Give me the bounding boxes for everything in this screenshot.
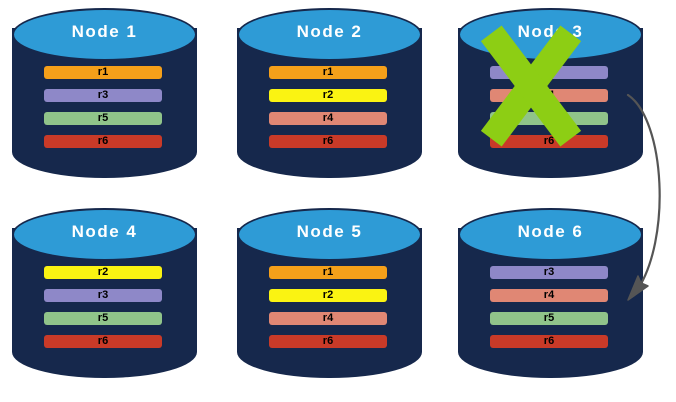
record-bar-r6[interactable]: r6 (490, 135, 608, 148)
node-1-top-ellipse (12, 8, 197, 61)
record-bar-r6[interactable]: r6 (269, 335, 387, 348)
record-bar-r4[interactable]: r4 (269, 112, 387, 125)
record-bar-r5[interactable]: r5 (490, 112, 608, 125)
node-3-top-ellipse (458, 8, 643, 61)
record-bar-r2[interactable]: r2 (44, 266, 162, 279)
record-bar-r1[interactable]: r1 (44, 66, 162, 79)
record-bar-r3[interactable]: r3 (490, 66, 608, 79)
node-5-record-list: r1 r2 r4 r6 (269, 266, 387, 348)
record-bar-r4[interactable]: r4 (269, 312, 387, 325)
record-bar-r3[interactable]: r3 (490, 266, 608, 279)
node-4-record-list: r2 r3 r5 r6 (44, 266, 162, 348)
record-bar-r3[interactable]: r3 (44, 289, 162, 302)
record-bar-r4[interactable]: r4 (490, 289, 608, 302)
node-6-record-list: r3 r4 r5 r6 (490, 266, 608, 348)
record-bar-r6[interactable]: r6 (44, 135, 162, 148)
record-bar-r4[interactable]: r4 (490, 89, 608, 102)
record-bar-r1[interactable]: r1 (269, 266, 387, 279)
node-4-top-ellipse (12, 208, 197, 261)
record-bar-r3[interactable]: r3 (44, 89, 162, 102)
record-bar-r6[interactable]: r6 (490, 335, 608, 348)
record-bar-r2[interactable]: r2 (269, 89, 387, 102)
record-bar-r5[interactable]: r5 (44, 112, 162, 125)
record-bar-r2[interactable]: r2 (269, 289, 387, 302)
node-6-top-ellipse (458, 208, 643, 261)
node-1-record-list: r1 r3 r5 r6 (44, 66, 162, 148)
record-bar-r5[interactable]: r5 (490, 312, 608, 325)
node-2-record-list: r1 r2 r4 r6 (269, 66, 387, 148)
node-5-top-ellipse (237, 208, 422, 261)
record-bar-r6[interactable]: r6 (44, 335, 162, 348)
node-3-record-list: r3 r4 r5 r6 (490, 66, 608, 148)
record-bar-r6[interactable]: r6 (269, 135, 387, 148)
record-bar-r1[interactable]: r1 (269, 66, 387, 79)
record-bar-r5[interactable]: r5 (44, 312, 162, 325)
node-2-top-ellipse (237, 8, 422, 61)
